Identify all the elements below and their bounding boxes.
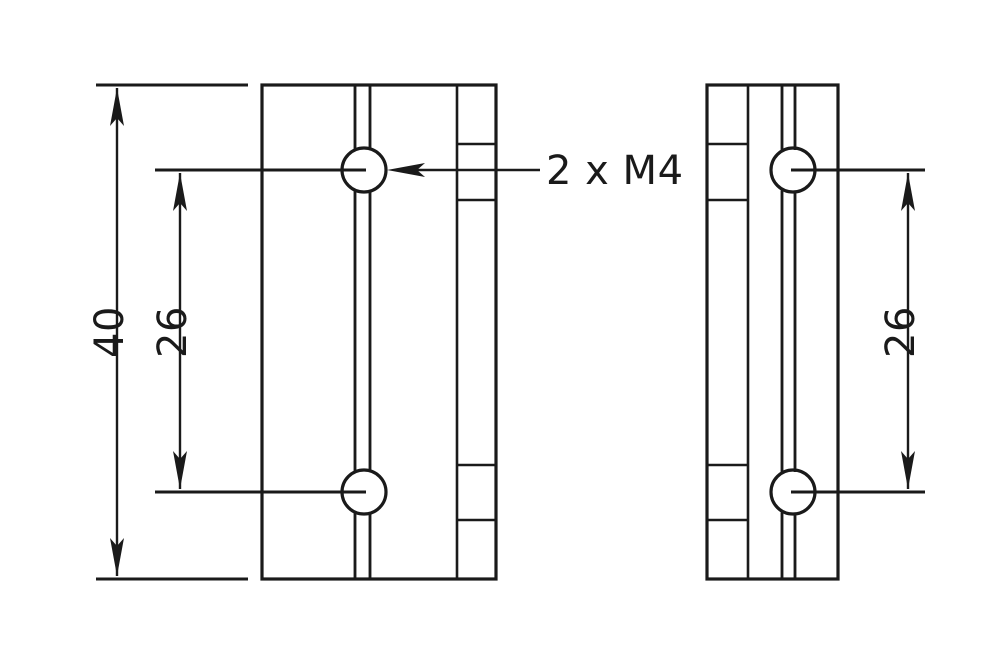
front-view-group: [260, 83, 498, 581]
dimension-26-right-text: 26: [878, 306, 924, 358]
thread-callout-group: 2 x M4: [387, 148, 684, 194]
dimension-26-left-text: 26: [150, 306, 196, 358]
dimension-40-text: 40: [87, 306, 133, 358]
thread-callout-text: 2 x M4: [546, 148, 684, 194]
dimension-40: 40: [87, 83, 248, 581]
thread-callout-arrowhead: [387, 163, 425, 177]
dimension-26-right-arrow-top: [901, 173, 915, 211]
dimension-40-arrow-bottom: [110, 538, 124, 576]
side-view-group: [705, 83, 840, 581]
dimension-26-left-arrow-top: [173, 173, 187, 211]
front-view-body-outline: [260, 83, 498, 581]
dimension-26-right: 26: [811, 168, 925, 494]
dimension-26-left-arrow-bottom: [173, 451, 187, 489]
dimension-26-left: 26: [150, 168, 346, 494]
side-view-body-outline: [705, 83, 840, 581]
dimension-40-arrow-top: [110, 88, 124, 126]
dimension-26-right-arrow-bottom: [901, 451, 915, 489]
